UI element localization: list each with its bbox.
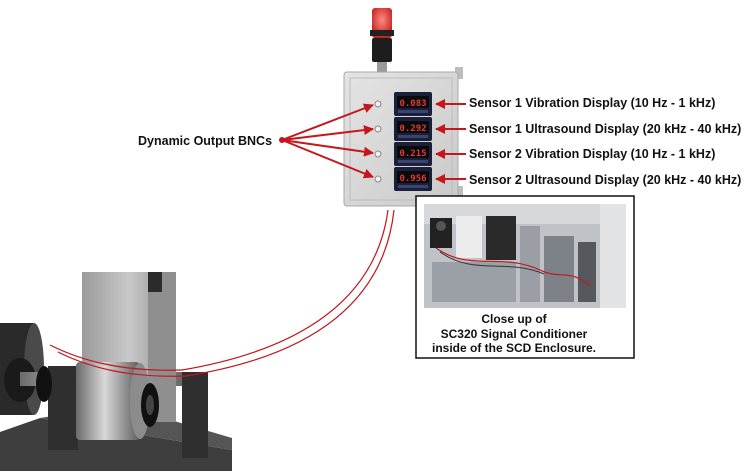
sensor2-ultrasound-label: Sensor 2 Ultrasound Display (20 kHz - 40… (469, 173, 742, 187)
inset-caption: Close up of SC320 Signal Conditioner ins… (416, 312, 612, 356)
caption-line-2: SC320 Signal Conditioner (440, 326, 588, 341)
display-1-value: 0.083 (399, 99, 426, 109)
stack-light (370, 8, 394, 74)
bnc-connector-3 (374, 150, 382, 158)
display-2-value: 0.292 (399, 124, 426, 134)
sensor-cables (49, 209, 395, 377)
bnc-arrow-1 (281, 103, 374, 141)
bnc-connector-1 (374, 100, 382, 108)
display-1: 0.083 (394, 92, 432, 116)
display-4-value: 0.956 (399, 174, 426, 184)
display-4: 0.956 (394, 167, 432, 191)
sensor1-vibration-label: Sensor 1 Vibration Display (10 Hz - 1 kH… (469, 96, 716, 110)
bnc-connectors (374, 100, 382, 183)
bnc-arrow-2 (281, 125, 374, 141)
inset-closeup (415, 195, 635, 359)
bnc-connector-4 (374, 175, 382, 183)
display-3: 0.215 (394, 142, 432, 166)
sensor1-ultrasound-label: Sensor 1 Ultrasound Display (20 kHz - 40… (469, 122, 742, 136)
display-2: 0.292 (394, 117, 432, 141)
caption-line-1: Close up of (481, 312, 547, 326)
bnc-connector-2 (374, 125, 382, 133)
bnc-arrow-3 (281, 139, 374, 157)
bnc-arrow-4 (281, 139, 374, 179)
display-3-value: 0.215 (399, 149, 426, 159)
bnc-label: Dynamic Output BNCs (138, 134, 273, 148)
caption-line-3: inside of the SCD Enclosure. (431, 341, 597, 355)
rotating-machinery (0, 272, 232, 471)
sensor2-vibration-label: Sensor 2 Vibration Display (10 Hz - 1 kH… (469, 147, 716, 161)
bnc-arrows (279, 103, 374, 179)
display-arrows (435, 99, 466, 184)
